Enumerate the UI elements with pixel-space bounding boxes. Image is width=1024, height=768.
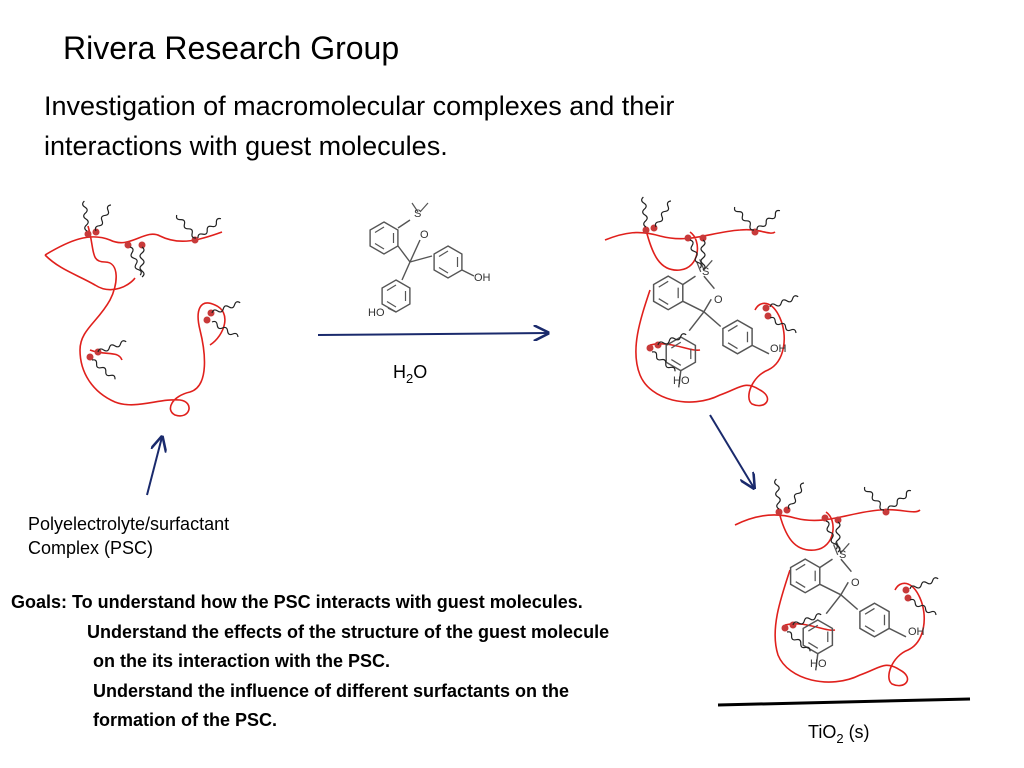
atom-s-complex: S (702, 266, 709, 278)
atom-o-adsorbed: O (851, 577, 860, 589)
atom-s-guest: S (414, 208, 421, 220)
psc-label: Polyelectrolyte/surfactant Complex (PSC) (28, 512, 229, 560)
water-end: O (413, 362, 428, 382)
group-oh-guest: OH (474, 272, 491, 284)
tio2-sub: 2 (836, 731, 844, 746)
atom-o-guest: O (420, 229, 429, 241)
psc-pointer-arrow (146, 437, 162, 496)
psc-label-line-2: Complex (PSC) (28, 538, 154, 558)
psc-guest-complex (604, 196, 800, 407)
reaction-arrow-right (317, 333, 548, 335)
guest-molecule (369, 202, 475, 313)
subtitle-line-1: Investigation of macromolecular complexe… (44, 91, 675, 121)
psc-complex-left (44, 200, 242, 417)
page-title: Rivera Research Group (63, 30, 400, 66)
goals-line-5: formation of the PSC. (93, 710, 277, 730)
psc-label-line-1: Polyelectrolyte/surfactant (28, 514, 230, 534)
subtitle-line-2: interactions with guest molecules. (44, 131, 448, 161)
tio2-surface-line (717, 697, 971, 707)
psc-guest-adsorbed (734, 478, 940, 687)
group-ho-adsorbed: HO (810, 658, 827, 670)
goals-section: Goals: To understand how the PSC interac… (11, 588, 609, 736)
group-oh-complex: OH (770, 343, 787, 355)
goals-line-3: on the its interaction with the PSC. (93, 651, 391, 671)
page-subtitle: Investigation of macromolecular complexe… (44, 86, 844, 166)
group-ho-complex: HO (673, 375, 690, 387)
group-oh-adsorbed: OH (908, 626, 925, 638)
goals-line-1: Goals: To understand how the PSC interac… (11, 592, 583, 612)
tio2-end: (s) (843, 722, 870, 742)
water-sub: 2 (406, 371, 414, 386)
goals-line-4: Understand the influence of different su… (93, 680, 570, 701)
water-label: H2O (393, 360, 427, 386)
tio2-label: TiO2 (s) (808, 720, 870, 746)
atom-s-adsorbed: S (839, 549, 846, 561)
atom-o-complex: O (714, 294, 723, 306)
group-ho-guest: HO (368, 307, 385, 319)
goals-line-2: Understand the effects of the structure … (87, 621, 610, 642)
tio2-main: TiO (808, 722, 837, 742)
water-main: H (393, 362, 406, 382)
adsorption-arrow (709, 414, 754, 488)
